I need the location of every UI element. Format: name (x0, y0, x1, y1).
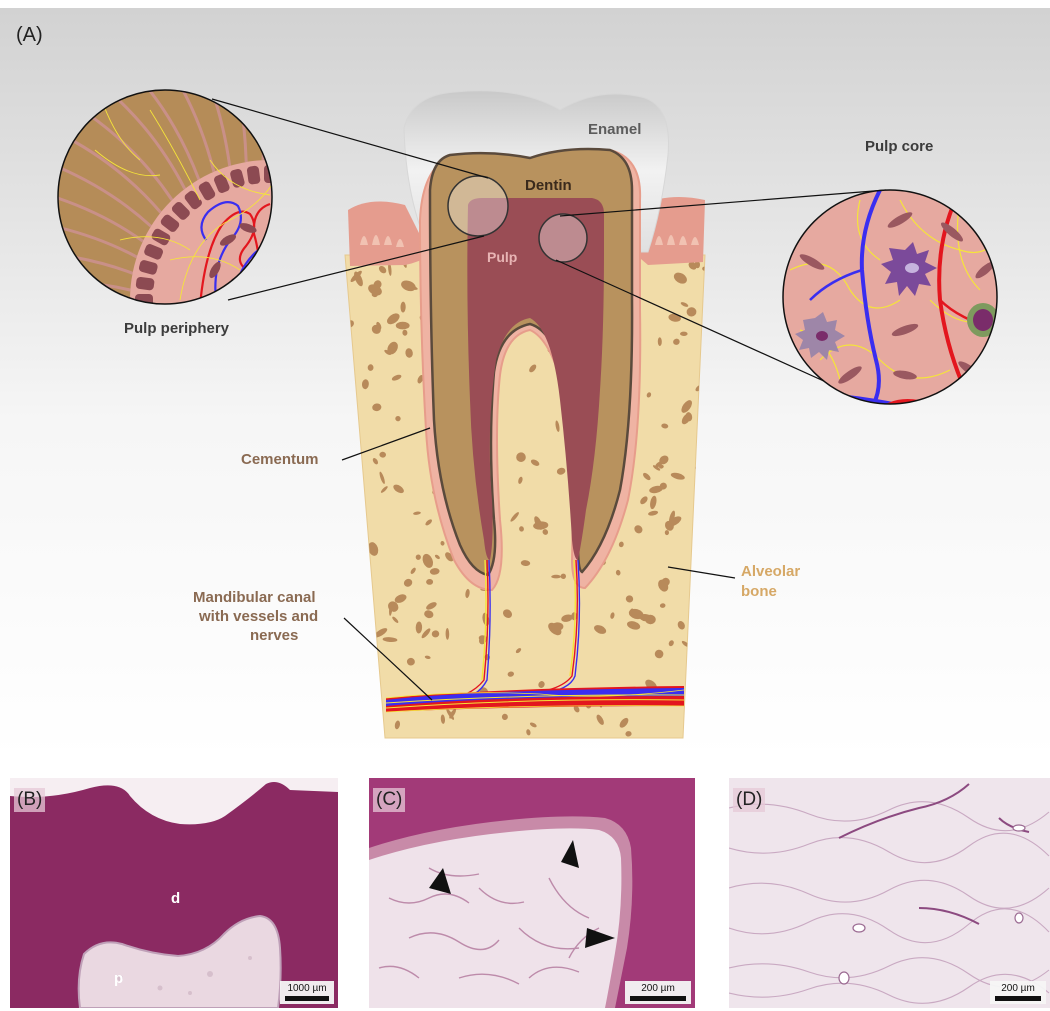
pulp-region-label: p (114, 970, 123, 987)
panel-d-letter: (D) (733, 788, 765, 812)
dentin-label: Dentin (525, 177, 572, 194)
panel-b-scale-line (285, 996, 329, 1001)
dentin-region-label: d (171, 890, 180, 907)
panel-b-scale-bar: 1000 µm (280, 981, 334, 1004)
alveolar-bone-label-line2: bone (741, 583, 777, 600)
panel-c-scale-label: 200 µm (629, 983, 687, 994)
panel-d-histology: (D) 200 µm (729, 778, 1050, 1008)
panel-b-histology: (B) d p 1000 µm (10, 778, 338, 1008)
panel-c-letter: (C) (373, 788, 405, 812)
bone-trabecula (396, 322, 410, 330)
pulp-core-label: Pulp core (865, 138, 933, 155)
panel-d-scale-label: 200 µm (994, 983, 1042, 994)
mandibular-canal-label-line2: with vessels and (198, 608, 318, 625)
cementum-label: Cementum (241, 451, 319, 468)
mandibular-canal-label-line1: Mandibular canal (193, 589, 316, 606)
pulp-core-zoom-source (539, 214, 587, 262)
panel-c-histology: (C) 200 µm (369, 778, 695, 1008)
alveolar-bone-label-line1: Alveolar (741, 563, 800, 580)
panel-c-scale-line (630, 996, 686, 1001)
panel-a-illustration: (A) Enamel Dentin Pulp Pulp core Pulp pe… (0, 0, 1050, 760)
enamel-label: Enamel (588, 121, 641, 138)
panel-c-scale-bar: 200 µm (625, 981, 691, 1004)
odontoblast-cell (135, 276, 154, 290)
panel-d-scale-line (995, 996, 1041, 1001)
panel-a-letter: (A) (16, 24, 43, 46)
panel-b-scale-label: 1000 µm (284, 983, 330, 994)
bone-trabecula (551, 575, 561, 579)
odontoblast-cell (246, 165, 260, 184)
pulp-periphery-label: Pulp periphery (124, 320, 230, 337)
pulp-label: Pulp (487, 249, 517, 265)
panel-b-letter: (B) (14, 788, 45, 812)
mandibular-canal-label-line3: nerves (250, 627, 298, 644)
panel-d-scale-bar: 200 µm (990, 981, 1046, 1004)
pulp-periphery-zoom-source (448, 176, 508, 236)
